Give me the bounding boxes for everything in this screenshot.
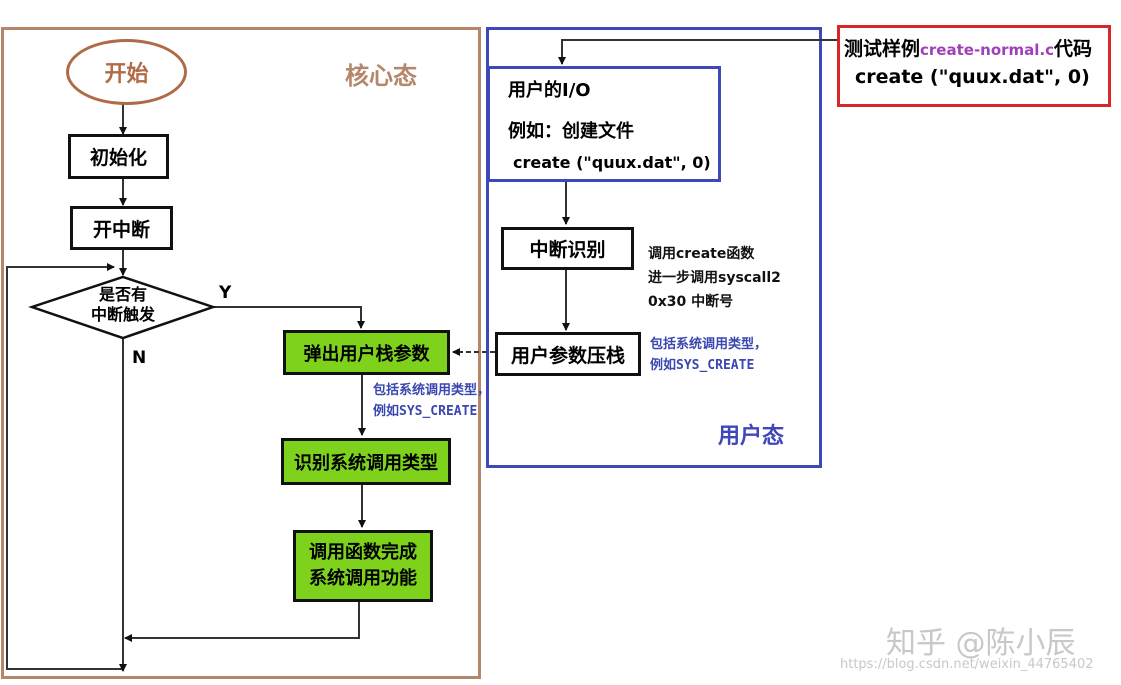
pop-note-line2: 例如SYS_CREATE [373, 404, 478, 419]
yes-label: Y [219, 283, 232, 303]
test-case-title: 测试样例create-normal.c代码 [844, 34, 1092, 61]
test-case-box [837, 25, 1111, 107]
decision-line2: 中断触发 [90, 305, 155, 324]
irq-note-line1: 调用create函数 [648, 246, 755, 262]
watermark-brand: 知乎 @陈小辰 [886, 626, 1076, 661]
test-case-code: create ("quux.dat", 0) [855, 66, 1090, 88]
test-case-suffix: 代码 [1054, 38, 1093, 60]
io-code: create ("quux.dat", 0) [513, 153, 711, 172]
push-note-line1: 包括系统调用类型， [650, 337, 768, 352]
complete-call-node: 调用函数完成 系统调用功能 [293, 530, 433, 602]
arrow-test-to-io [558, 39, 837, 65]
user-io-box: 用户的I/O 例如：创建文件 create ("quux.dat", 0) [487, 66, 721, 182]
irq-note-line2: 进一步调用syscall2 [648, 270, 781, 286]
io-title: 用户的I/O [508, 80, 591, 101]
pop-note-line1: 包括系统调用类型， [373, 383, 491, 398]
watermark-url: https://blog.csdn.net/weixin_44765402 [840, 657, 1094, 672]
complete-line2: 系统调用功能 [309, 568, 417, 589]
init-node: 初始化 [68, 134, 169, 179]
decision-diamond [28, 275, 217, 340]
pop-params-note: 包括系统调用类型， 例如SYS_CREATE [373, 380, 490, 422]
user-region-label: 用户态 [718, 424, 785, 449]
push-params-node: 用户参数压栈 [495, 332, 641, 376]
push-params-note: 包括系统调用类型， 例如SYS_CREATE [650, 334, 767, 376]
arrow-yes-path [212, 306, 365, 329]
arrow-return-path [124, 602, 360, 642]
start-node: 开始 [66, 39, 187, 105]
push-note-line2: 例如SYS_CREATE [650, 358, 755, 373]
kernel-region [1, 27, 481, 679]
irq-note-line3: 0x30 中断号 [648, 294, 734, 310]
loop-back-line [6, 263, 123, 670]
test-case-filename: create-normal.c [920, 41, 1055, 59]
start-label: 开始 [104, 62, 149, 87]
pop-params-node: 弹出用户栈参数 [283, 330, 450, 375]
io-example: 例如：创建文件 [508, 121, 634, 142]
decision-line1: 是否有 [98, 285, 147, 304]
interrupt-identify-node: 中断识别 [501, 227, 634, 270]
kernel-region-label: 核心态 [345, 62, 417, 90]
interrupt-note: 调用create函数 进一步调用syscall2 0x30 中断号 [648, 242, 781, 314]
complete-line1: 调用函数完成 [309, 542, 417, 563]
user-region [486, 27, 822, 468]
decision-text: 是否有 中断触发 [60, 285, 186, 325]
no-label: N [132, 348, 147, 368]
enable-interrupt-node: 开中断 [70, 206, 173, 250]
identify-type-node: 识别系统调用类型 [281, 438, 451, 485]
test-case-prefix: 测试样例 [844, 38, 921, 60]
